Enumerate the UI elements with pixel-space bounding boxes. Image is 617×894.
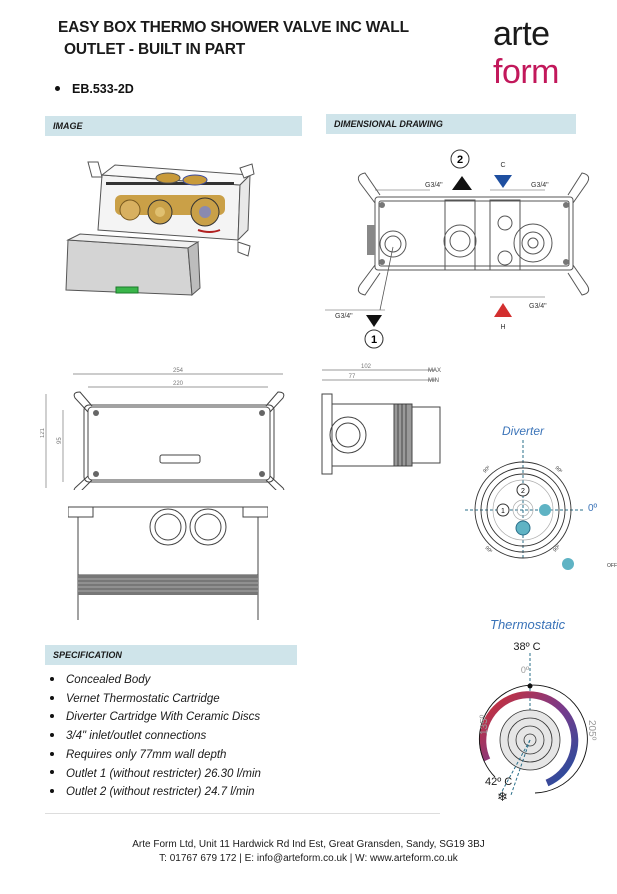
- thermostatic-diagram: 38º C 0º 135º 205º 42º C ❄: [478, 641, 597, 804]
- outlet-2-label: 2: [457, 154, 463, 166]
- diverter-angle-tl: 90º: [482, 465, 492, 475]
- temp-38-label: 38º C: [513, 641, 540, 653]
- diverter-off-label: OFF: [607, 563, 617, 569]
- hot-inlet-arrow-icon: [494, 303, 512, 317]
- footer: Arte Form Ltd, Unit 11 Hardwick Rd Ind E…: [0, 838, 617, 866]
- title-line-1: EASY BOX THERMO SHOWER VALVE INC WALL: [58, 19, 409, 36]
- dim-depth-max: 102: [361, 364, 372, 370]
- diverter-diagram: 2 1 0º OFF 90º 90º 90º 90º: [465, 440, 617, 570]
- diverter-pos1-label: 1: [501, 508, 505, 515]
- specification-list: Concealed Body Vernet Thermostatic Cartr…: [50, 671, 261, 802]
- diverter-indicator-bottom: [515, 520, 531, 536]
- diverter-angle-tr: 90º: [554, 465, 564, 475]
- angle-205-label: 205º: [586, 720, 597, 741]
- spec-item: Vernet Thermostatic Cartridge: [50, 690, 261, 709]
- off-indicator-icon: [562, 558, 574, 570]
- diverter-zero-label: 0º: [588, 503, 598, 514]
- cover-plate: [65, 233, 201, 297]
- hot-label: H: [500, 324, 505, 331]
- spec-item: Diverter Cartridge With Ceramic Discs: [50, 708, 261, 727]
- thermostatic-title: Thermostatic: [490, 617, 566, 632]
- thread-label-cold: G3/4": [531, 182, 549, 189]
- dim-width-inner: 220: [173, 381, 184, 387]
- spec-item: Outlet 1 (without restricter) 26.30 l/mi…: [50, 765, 261, 784]
- bullet-icon: [55, 86, 60, 92]
- max-label: MAX: [428, 368, 441, 374]
- footer-divider: [45, 813, 440, 814]
- dim-height-outer: 121: [40, 427, 46, 438]
- outlet-2-badge: [450, 149, 470, 169]
- dim-height-inner: 95: [57, 437, 63, 444]
- thread-label-outlet-2: G3/4": [425, 182, 443, 189]
- diverter-title: Diverter: [502, 424, 545, 438]
- product-code-text: EB.533-2D: [72, 82, 134, 96]
- valve-box: [87, 161, 255, 257]
- thread-label-hot: G3/4": [529, 303, 547, 310]
- thermo-zero-label: 0º: [521, 665, 530, 675]
- diverter-angle-bl: 90º: [484, 545, 494, 555]
- section-header-specification: SPECIFICATION: [45, 645, 297, 665]
- diverter-position-2: [516, 483, 530, 497]
- logo-line-2: form: [493, 53, 560, 91]
- logo-line-1: arte: [493, 15, 550, 53]
- section-header-dimensional: DIMENSIONAL DRAWING: [326, 114, 576, 134]
- outlet-2-arrow-icon: [452, 176, 472, 190]
- product-title: EASY BOX THERMO SHOWER VALVE INC WALL OU…: [58, 17, 409, 61]
- temp-42-label: 42º C: [485, 776, 512, 788]
- diverter-angle-br: 90º: [552, 544, 562, 554]
- product-code: EB.533-2D: [55, 82, 134, 96]
- footer-address: Arte Form Ltd, Unit 11 Hardwick Rd Ind E…: [132, 839, 485, 850]
- dim-width-outer: 254: [173, 368, 184, 374]
- cold-label: C: [500, 162, 505, 169]
- dimensional-drawing-bottom: [68, 506, 268, 620]
- spec-item: Outlet 2 (without restricter) 24.7 l/min: [50, 783, 261, 802]
- spec-item: 3/4" inlet/outlet connections: [50, 727, 261, 746]
- angle-135-label: 135º: [479, 714, 490, 735]
- spec-item: Concealed Body: [50, 671, 261, 690]
- dimensional-drawing-plate: 254 220 121 95: [40, 368, 285, 490]
- title-line-2: OUTLET - BUILT IN PART: [64, 41, 246, 58]
- temperature-range-arc: [479, 691, 579, 787]
- snowflake-icon: ❄: [497, 789, 508, 804]
- diverter-indicator-right: [539, 504, 551, 516]
- section-header-image: IMAGE: [45, 116, 302, 136]
- dimensional-drawing-front: 2 1 C H G3/4" G3/4" G3/4" G3/4": [325, 149, 590, 349]
- diverter-pos2-label: 2: [521, 488, 525, 495]
- outlet-1-label: 1: [371, 334, 377, 346]
- cold-inlet-arrow-icon: [494, 175, 512, 188]
- thread-label-outlet-1: G3/4": [335, 313, 353, 320]
- footer-contact: T: 01767 679 172 | E: info@arteform.co.u…: [159, 853, 458, 864]
- diverter-position-1: [496, 503, 510, 517]
- outlet-1-arrow-icon: [366, 315, 382, 327]
- dimensional-drawing-side: 102 77 MAX MIN: [321, 364, 441, 475]
- product-render: [65, 161, 255, 297]
- outlet-1-badge: [364, 329, 384, 349]
- dim-depth-min: 77: [349, 374, 356, 380]
- spec-item: Requires only 77mm wall depth: [50, 746, 261, 765]
- min-label: MIN: [428, 378, 439, 384]
- brand-logo: arte form: [493, 15, 560, 91]
